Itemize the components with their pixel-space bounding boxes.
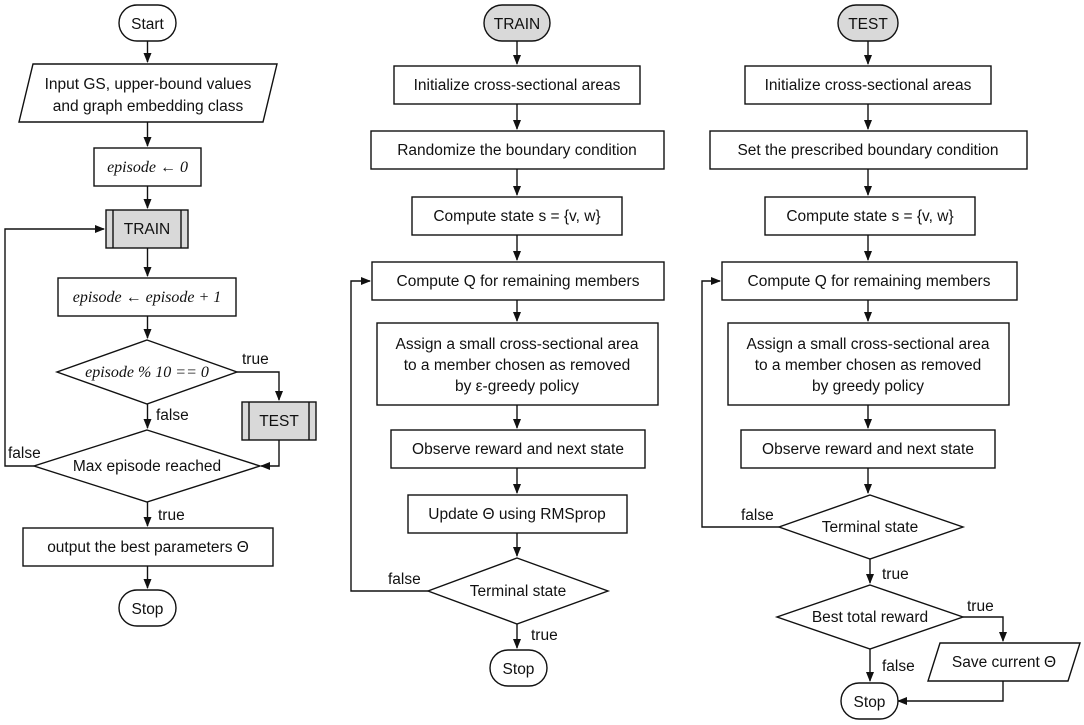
main-label-true-2: true: [158, 507, 185, 524]
test-init-box: [744, 65, 992, 105]
test-assign-line1: Assign a small cross-sectional area: [747, 336, 990, 353]
train-terminal-label: Terminal state: [470, 583, 566, 600]
main-max-episode-label: Max episode reached: [73, 458, 221, 475]
train-randomize-label: Randomize the boundary condition: [397, 142, 637, 159]
train-stop-label: Stop: [503, 661, 535, 678]
test-set-boundary-label: Set the prescribed boundary condition: [737, 142, 998, 159]
test-stop-label: Stop: [854, 694, 886, 711]
main-stop-label: Stop: [132, 601, 164, 618]
main-edge-max-loop: [4, 225, 105, 467]
main-episode-init-label: episode ← 0: [107, 159, 188, 176]
train-assign-line3: by ε-greedy policy: [455, 378, 579, 395]
test-assign-line2: to a member chosen as removed: [755, 357, 982, 374]
main-train-subprocess: [105, 209, 189, 249]
main-input-parallelogram: [18, 63, 278, 123]
train-update-box: [407, 494, 628, 534]
test-flow: TEST Initialize cross-sectional areas Se…: [701, 4, 1081, 720]
train-observe-label: Observe reward and next state: [412, 441, 624, 458]
train-label-false: false: [388, 571, 421, 588]
test-stop-terminal: [840, 682, 899, 720]
main-test-subprocess-label: TEST: [259, 413, 299, 430]
test-compute-q-label: Compute Q for remaining members: [748, 273, 991, 290]
train-init-label: Initialize cross-sectional areas: [414, 77, 621, 94]
test-assign-line3: by greedy policy: [812, 378, 924, 395]
train-label-true: true: [531, 627, 558, 644]
train-compute-state-box: [411, 196, 623, 236]
main-label-true-1: true: [242, 351, 269, 368]
test-edge-best-save: [963, 616, 1007, 642]
test-compute-state-label: Compute state s = {v, w}: [786, 208, 953, 225]
main-label-false-1: false: [156, 407, 189, 424]
main-edge-test-max: [260, 440, 280, 470]
test-label-false-1: false: [741, 507, 774, 524]
train-flow: TRAIN Initialize cross-sectional areas R…: [350, 4, 665, 687]
main-stop-terminal: [118, 589, 177, 627]
train-compute-q-box: [371, 261, 665, 301]
main-output-box: [22, 527, 274, 567]
main-start-label: Start: [131, 16, 164, 33]
test-observe-label: Observe reward and next state: [762, 441, 974, 458]
test-title-label: TEST: [848, 16, 888, 33]
train-stop-terminal: [489, 649, 548, 687]
test-terminal-label: Terminal state: [822, 519, 918, 536]
train-assign-box: [376, 322, 659, 406]
test-compute-state-box: [764, 196, 976, 236]
test-compute-q-box: [721, 261, 1018, 301]
test-label-true-1: true: [882, 566, 909, 583]
train-assign-line2: to a member chosen as removed: [404, 357, 631, 374]
main-edge-check-test: [237, 371, 283, 401]
test-edge-save-stop: [897, 681, 1004, 705]
test-label-true-2: true: [967, 598, 994, 615]
train-init-box: [393, 65, 641, 105]
main-output-label: output the best parameters Θ: [47, 539, 249, 556]
train-compute-q-label: Compute Q for remaining members: [397, 273, 640, 290]
train-randomize-box: [370, 130, 665, 170]
main-input-line1: Input GS, upper-bound values: [45, 76, 252, 93]
main-label-false-2: false: [8, 445, 41, 462]
train-observe-box: [390, 429, 646, 469]
test-assign-box: [727, 322, 1010, 406]
test-label-false-2: false: [882, 658, 915, 675]
test-init-label: Initialize cross-sectional areas: [765, 77, 972, 94]
main-input-line2: and graph embedding class: [53, 98, 244, 115]
train-title-label: TRAIN: [494, 16, 541, 33]
main-episode-inc-label: episode ← episode + 1: [73, 289, 222, 306]
test-save-parallelogram: [927, 642, 1081, 682]
test-edge-terminal-loop: [701, 277, 779, 528]
main-episode-check-label: episode % 10 == 0: [85, 364, 209, 381]
main-flow: Start Input GS, upper-bound values and g…: [4, 4, 317, 627]
test-best-reward-label: Best total reward: [812, 609, 928, 626]
train-update-label: Update Θ using RMSprop: [428, 506, 605, 523]
train-edge-terminal-loop: [350, 277, 428, 592]
main-test-subprocess: [241, 401, 317, 441]
main-train-subprocess-label: TRAIN: [124, 221, 171, 238]
train-assign-line1: Assign a small cross-sectional area: [396, 336, 639, 353]
main-episode-init-box: [93, 147, 202, 187]
test-observe-box: [740, 429, 996, 469]
train-compute-state-label: Compute state s = {v, w}: [433, 208, 600, 225]
test-save-label: Save current Θ: [952, 654, 1056, 671]
